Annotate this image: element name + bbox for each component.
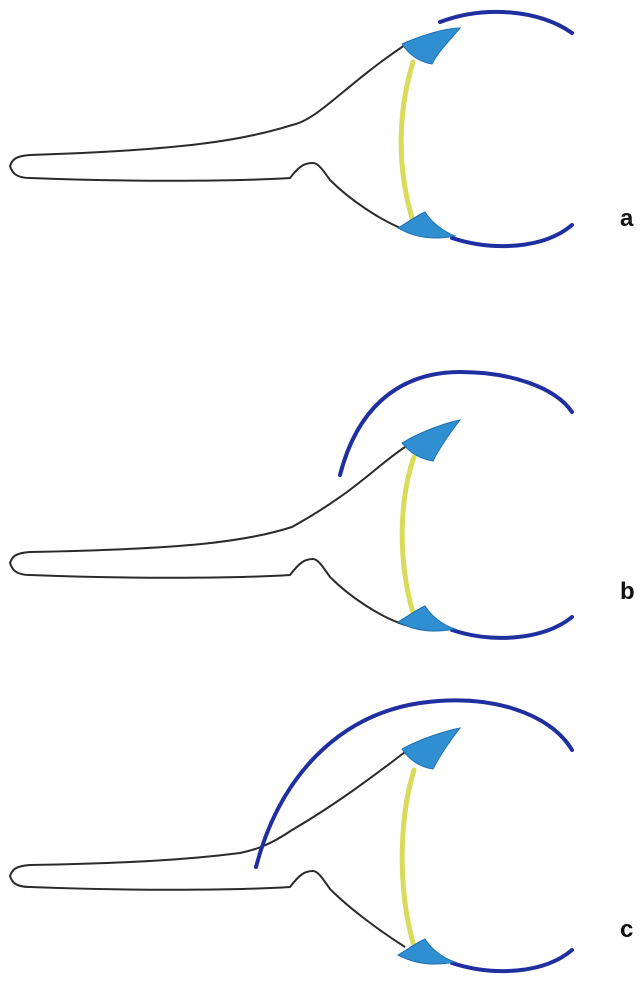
panel-c: c xyxy=(0,655,643,982)
body-outline xyxy=(10,447,405,625)
upper-wedge xyxy=(402,728,460,769)
panel-a-drawing xyxy=(0,0,643,327)
lower-wedge xyxy=(398,606,455,631)
dome-arc-lower xyxy=(452,617,572,638)
lens-arc xyxy=(402,457,414,613)
body-outline xyxy=(10,45,405,230)
lens-arc xyxy=(401,62,413,218)
panel-c-drawing xyxy=(0,655,643,982)
dome-arc-upper xyxy=(256,700,572,867)
dome-arc-upper xyxy=(440,12,572,33)
panel-label-c: c xyxy=(620,918,633,942)
upper-wedge xyxy=(402,28,460,64)
panel-b: b xyxy=(0,327,643,654)
panel-label-b: b xyxy=(620,580,635,604)
body-outline xyxy=(10,752,405,947)
lower-wedge xyxy=(398,939,455,964)
panel-b-drawing xyxy=(0,327,643,654)
dome-arc-lower xyxy=(452,950,572,971)
upper-wedge xyxy=(402,420,460,461)
panel-a: a xyxy=(0,0,643,327)
panel-label-a: a xyxy=(620,207,633,231)
lens-arc xyxy=(402,770,414,943)
lower-wedge xyxy=(398,212,455,238)
dome-arc-lower xyxy=(452,225,572,246)
